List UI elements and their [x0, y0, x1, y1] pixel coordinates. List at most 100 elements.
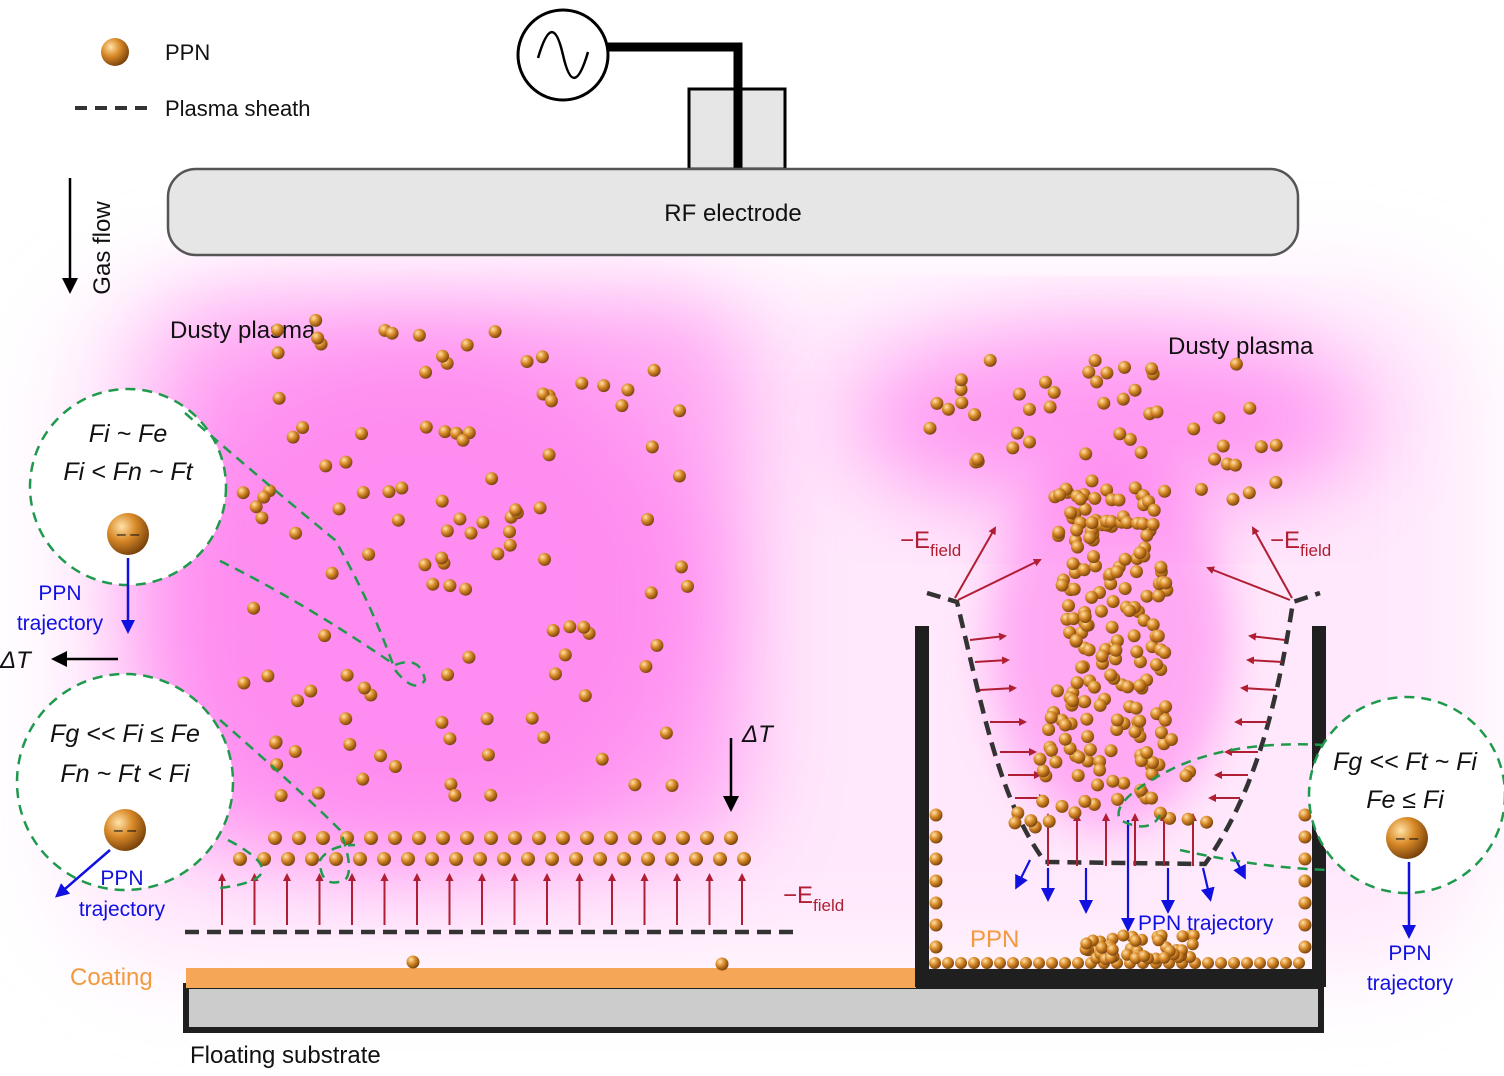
ppn-particle [426, 577, 440, 591]
ppn-particle [339, 455, 353, 469]
efield-arrows [218, 526, 1293, 925]
ppn-particle [1105, 620, 1119, 634]
ppn-particle [1186, 938, 1199, 951]
ppn-particle [1058, 732, 1072, 746]
trajectory-arrow [1200, 867, 1215, 902]
ppn-particle [1154, 726, 1168, 739]
ppn-particle [1110, 565, 1124, 579]
svg-text:– –: – – [117, 526, 139, 543]
efield-arrow [1252, 526, 1293, 599]
ppn-particle [542, 448, 556, 462]
ppn-particle [1072, 750, 1086, 764]
ppn-particle [1113, 427, 1127, 441]
ppn-particle [1269, 438, 1283, 452]
ppn-particle [1082, 365, 1096, 379]
ppn-particle [1081, 730, 1095, 743]
efield-label-trench-right: −Efield [1270, 527, 1331, 560]
ppn-particle [453, 512, 467, 526]
ppn-particle [1298, 830, 1312, 844]
ppn-particle [983, 353, 997, 367]
ppn-particle [650, 638, 664, 652]
ppn-particle [659, 726, 673, 740]
ppn-particle [1134, 446, 1148, 459]
ppn-particle [676, 831, 690, 845]
ppn-particle [1127, 629, 1141, 643]
ppn-particle [1106, 943, 1119, 956]
ppn-particle [628, 831, 642, 845]
ppn-particle [1070, 523, 1084, 537]
ppn-particle [382, 485, 396, 499]
dusty-plasma-right-label: Dusty plasma [1168, 333, 1314, 360]
ppn-particle [672, 469, 686, 483]
inset-right: Fg << Ft ~ Fi Fe ≤ Fi – – PPN trajectory [1117, 695, 1504, 995]
ppn-particle [311, 786, 325, 800]
ppn-particle [318, 629, 332, 643]
ppn-particle [364, 831, 378, 845]
ppn-particle [954, 383, 968, 396]
ppn-particle [1042, 814, 1056, 828]
ppn-particle [1080, 712, 1094, 726]
ppn-particle [1128, 725, 1142, 739]
ppn-particle [395, 481, 409, 495]
ppn-particle [954, 373, 968, 387]
ppn-particle [1118, 582, 1132, 595]
ppn-particle [436, 831, 450, 845]
ppn-particle [274, 789, 288, 802]
ppn-particle [1200, 815, 1214, 829]
ppn-deposit-label: PPN [970, 926, 1019, 953]
ppn-particle [1095, 941, 1108, 954]
ppn-particle [1133, 655, 1147, 669]
ppn-particle [288, 745, 302, 758]
ppn-particle [578, 689, 592, 703]
ppn-particle [1042, 723, 1056, 736]
ppn-particle [459, 582, 473, 596]
inset-lower-left: Fg << Fi ≤ Fe Fn ~ Ft < Fi – – PPN traje… [15, 672, 356, 921]
ppn-particle [271, 346, 285, 360]
ppn-particle [521, 852, 535, 866]
ppn-particle [1093, 698, 1107, 712]
ppn-particle [473, 852, 487, 866]
ppn-particle [1080, 937, 1093, 950]
ppn-particle [485, 472, 499, 486]
ppn-particle [1036, 794, 1050, 808]
ppn-particle [353, 852, 367, 866]
ppn-particle [546, 624, 560, 637]
trajectory-arrow [1015, 859, 1031, 890]
traj-label-ul-2: trajectory [17, 612, 104, 635]
ppn-particle [1134, 783, 1148, 797]
ppn-particle [406, 955, 420, 969]
ppn-particle [681, 579, 694, 593]
ppn-particle [968, 408, 982, 422]
ppn-particle [289, 526, 303, 540]
ppn-particle [1059, 957, 1071, 969]
ppn-particle [1066, 694, 1079, 708]
ppn-particle [621, 383, 635, 397]
ppn-particle [1130, 645, 1144, 659]
ppn-particle [1036, 764, 1050, 778]
ppn-particle [291, 694, 304, 708]
charged-particle-icon [1386, 817, 1428, 859]
ppn-particle [1070, 676, 1084, 690]
ppn-particle [435, 494, 449, 508]
ppn-particle [563, 620, 577, 634]
ppn-particle [1082, 643, 1096, 657]
ppn-particle [1047, 385, 1061, 399]
ppn-particle [1067, 582, 1081, 596]
ppn-particle [1183, 951, 1196, 963]
ppn-particle [1023, 435, 1036, 449]
ppn-particle [1077, 563, 1091, 577]
ppn-particle [441, 668, 455, 682]
ppn-particle [1298, 808, 1312, 822]
ppn-particle [438, 425, 452, 439]
ppn-particle [1087, 680, 1101, 694]
eq-lower-left-1: Fg << Fi ≤ Fe [50, 720, 200, 748]
dusty-plasma-left-label: Dusty plasma [170, 317, 316, 344]
ppn-particle [1159, 576, 1173, 590]
ppn-particle [1083, 743, 1097, 757]
ppn-particle [1145, 791, 1158, 805]
ppn-particle [1078, 502, 1092, 516]
ppn-particle [1176, 930, 1189, 943]
ppn-particle [1226, 492, 1240, 506]
ppn-particle [525, 711, 539, 725]
